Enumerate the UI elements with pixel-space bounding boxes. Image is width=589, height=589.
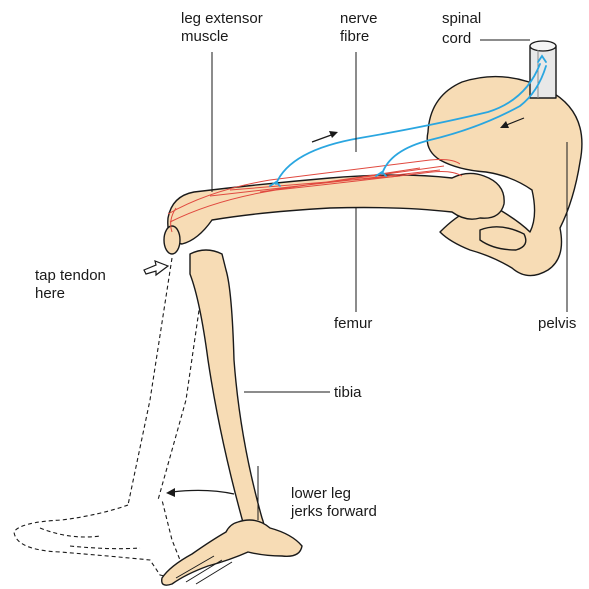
spinal-cord [530,41,556,98]
label-tap-tendon-2: here [35,285,65,302]
foot-bones [162,520,302,585]
label-nerve-2: fibre [340,28,369,45]
label-leg-extensor-2: muscle [181,28,229,45]
tibia-bone [190,250,264,538]
ghost-lower-leg [14,258,206,576]
tap-tendon-arrow [144,261,168,275]
label-tap-tendon-1: tap tendon [35,267,106,284]
label-femur: femur [334,315,372,332]
label-spinal-1: spinal [442,10,481,27]
label-tibia: tibia [334,384,362,401]
label-spinal-2: cord [442,30,471,47]
label-lower-leg-2: jerks forward [290,503,377,520]
label-nerve-1: nerve [340,10,378,27]
patella-bone [164,226,180,254]
label-lower-leg-1: lower leg [291,485,351,502]
label-pelvis: pelvis [538,315,576,332]
label-leg-extensor-1: leg extensor [181,10,263,27]
